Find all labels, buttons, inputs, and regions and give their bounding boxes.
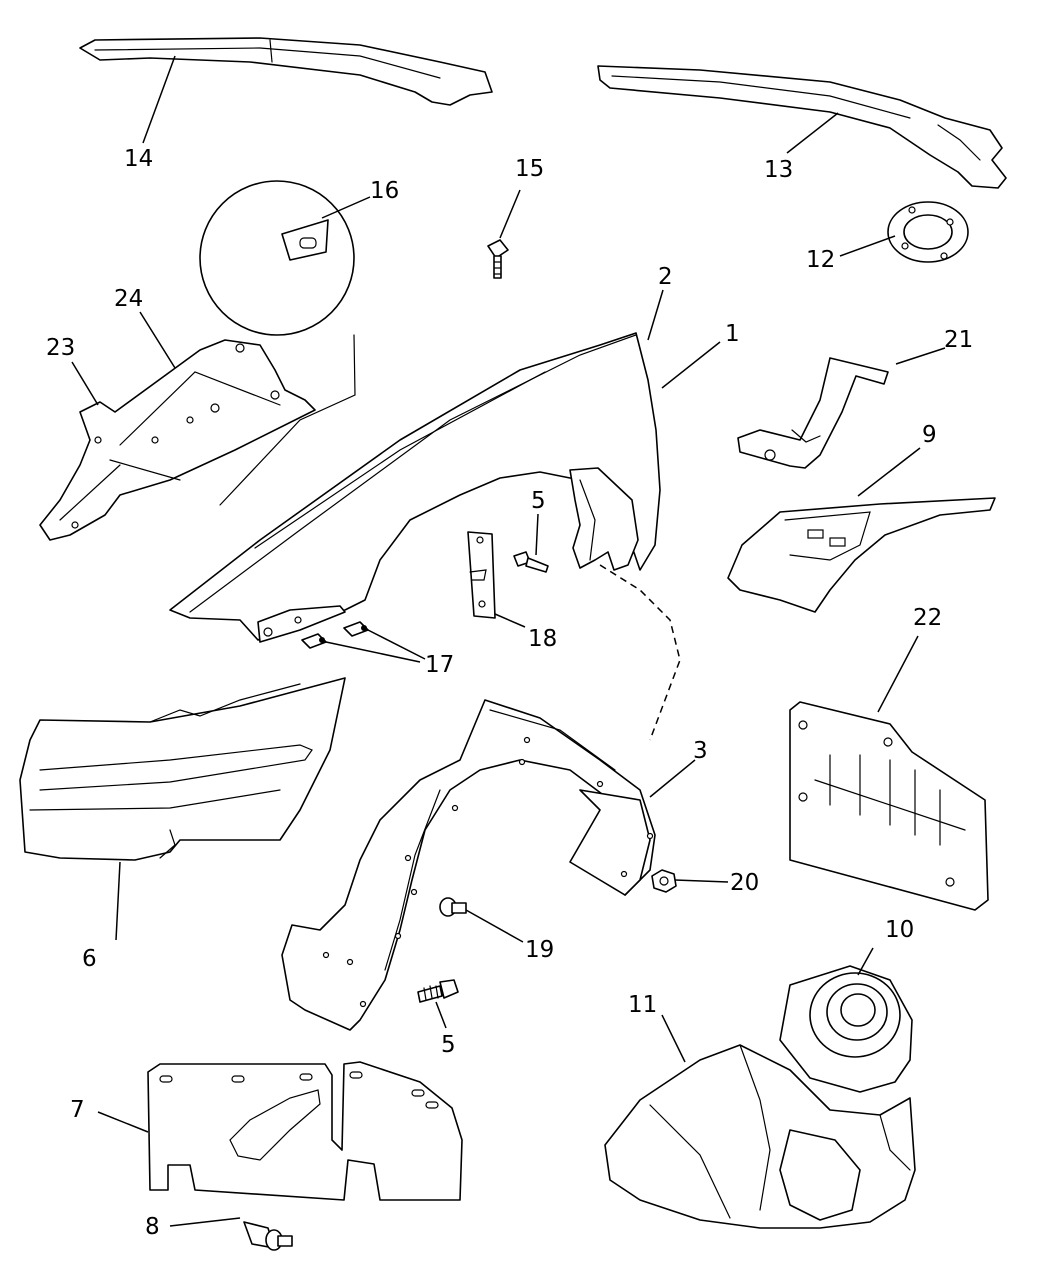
callout-13: 13 (764, 157, 793, 183)
part-11-wheelhouse (604, 1044, 916, 1229)
part-1-front-fender (169, 332, 661, 643)
callout-18: 18 (528, 626, 557, 652)
callout-3: 3 (693, 738, 708, 764)
part-24-bracket (39, 339, 316, 541)
part-8-push-pin (243, 1221, 293, 1251)
callout-17: 17 (425, 652, 454, 678)
part-9-splash-shield (727, 497, 996, 613)
callout-10: 10 (885, 917, 914, 943)
callout-20: 20 (730, 870, 759, 896)
callout-11: 11 (628, 992, 657, 1018)
callout-5-lower: 5 (441, 1032, 456, 1058)
callout-19: 19 (525, 937, 554, 963)
part-10-strut-mount (779, 965, 913, 1093)
part-20-nut (651, 869, 677, 893)
part-12-gasket (887, 201, 969, 263)
part-22-plate (789, 701, 989, 911)
callout-12: 12 (806, 247, 835, 273)
part-6-fascia (19, 677, 346, 861)
part-19-push-pin (439, 897, 467, 917)
callout-14: 14 (124, 146, 153, 172)
leader-lines (71, 55, 946, 1227)
part-5-screw-upper (513, 551, 549, 573)
callout-8: 8 (145, 1214, 160, 1240)
callout-7: 7 (70, 1097, 85, 1123)
part-14-upper-rail (79, 37, 493, 106)
callout-15: 15 (515, 156, 544, 182)
callout-24: 24 (114, 286, 143, 312)
callout-22: 22 (913, 605, 942, 631)
callout-21: 21 (944, 327, 973, 353)
callout-1: 1 (725, 321, 740, 347)
callout-labels: 14 13 12 15 16 24 23 2 1 21 9 5 18 17 22… (46, 146, 973, 1240)
callout-5-upper: 5 (531, 488, 546, 514)
part-18-clip (467, 531, 496, 619)
assembly-dashed-line (599, 564, 681, 741)
part-5-screw-lower (417, 979, 459, 1003)
part-7-splash-panel (147, 1061, 463, 1201)
detail-view-circle (199, 180, 356, 506)
part-3-wheelhouse-liner (281, 699, 656, 1031)
callout-2: 2 (658, 264, 673, 290)
callout-9: 9 (922, 422, 937, 448)
part-13-upper-rail (597, 65, 1007, 189)
part-17-fasteners (301, 621, 369, 649)
part-15-bolt (487, 239, 509, 279)
callout-6: 6 (82, 946, 97, 972)
callout-23: 23 (46, 335, 75, 361)
part-21-bracket (737, 357, 889, 469)
callout-16: 16 (370, 178, 399, 204)
